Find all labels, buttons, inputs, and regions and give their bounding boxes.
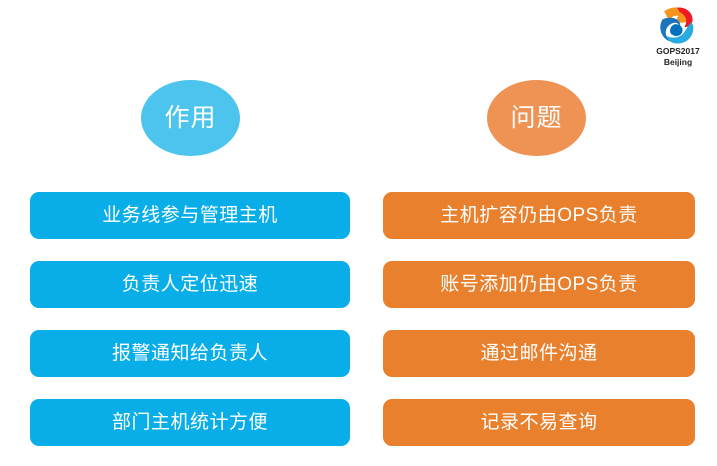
problem-item-4: 记录不易查询 [383,399,695,446]
heading-label-benefits: 作用 [164,103,217,132]
heading-label-problems: 问题 [510,103,563,132]
heading-circle-benefits: 作用 [141,80,240,156]
logo-title-line2: Beijing [663,57,693,67]
benefit-item-1-label: 业务线参与管理主机 [102,205,278,226]
problem-item-3: 通过邮件沟通 [383,330,695,377]
benefit-item-1: 业务线参与管理主机 [30,192,350,239]
problem-item-4-label: 记录不易查询 [480,412,598,433]
heading-circle-problems: 问题 [487,80,586,156]
problem-item-2-label: 账号添加仍由OPS负责 [440,274,638,295]
problem-item-2: 账号添加仍由OPS负责 [383,261,695,308]
benefit-item-3-label: 报警通知给负责人 [111,343,268,364]
benefit-item-4-label: 部门主机统计方便 [111,412,268,433]
problem-item-1-label: 主机扩容仍由OPS负责 [440,205,638,226]
gops-logo-mark [660,7,694,44]
benefits-column: 业务线参与管理主机 负责人定位迅速 报警通知给负责人 部门主机统计方便 [30,192,350,446]
gops-logo: GOPS2017 Beijing [641,4,715,68]
benefit-item-2-label: 负责人定位迅速 [121,274,259,295]
problem-item-3-label: 通过邮件沟通 [480,343,598,364]
benefit-item-3: 报警通知给负责人 [30,330,350,377]
benefit-item-4: 部门主机统计方便 [30,399,350,446]
problems-column: 主机扩容仍由OPS负责 账号添加仍由OPS负责 通过邮件沟通 记录不易查询 [383,192,695,446]
problem-item-1: 主机扩容仍由OPS负责 [383,192,695,239]
logo-title-line1: GOPS2017 [656,46,700,56]
benefit-item-2: 负责人定位迅速 [30,261,350,308]
